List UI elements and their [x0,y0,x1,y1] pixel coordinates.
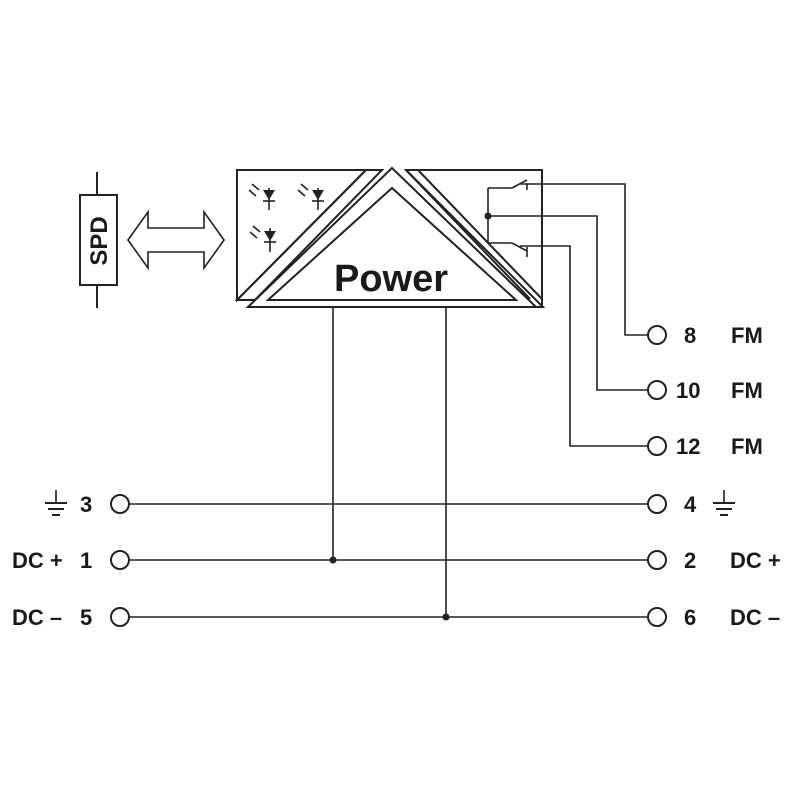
terminal-number: 2 [684,548,696,573]
relay-terminal-10: 10 FM [647,378,763,403]
terminal-number: 6 [684,605,696,630]
terminal-number: 3 [80,492,92,517]
led-diode-icon [248,183,275,210]
left-terminal-5: DC – 5 [12,605,130,630]
power-block: Power [245,166,539,308]
terminal-number: 12 [676,434,700,459]
right-terminal-6: 6 DC – [647,605,780,630]
terminal-signal: DC + [730,548,781,573]
terminal-function: FM [731,378,763,403]
left-terminal-1: DC + 1 [12,548,130,573]
ground-icon [713,490,735,516]
spd-label: SPD [86,216,113,265]
led-diode-icon [249,225,276,252]
spd-device: SPD [79,172,118,308]
double-arrow-icon [127,209,225,271]
terminal-signal: DC – [12,605,62,630]
terminal-function: FM [731,434,763,459]
terminal-number: 5 [80,605,92,630]
relay-wires [488,183,648,447]
terminal-number: 8 [684,323,696,348]
terminal-number: 4 [684,492,697,517]
right-terminal-2: 2 DC + [647,548,781,573]
terminal-signal: DC + [12,548,63,573]
led-diode-icon [297,183,324,210]
relay-module [403,169,546,308]
right-terminal-4: 4 [647,490,735,517]
terminal-signal: DC – [730,605,780,630]
terminal-function: FM [731,323,763,348]
power-label: Power [334,258,448,300]
relay-terminal-8: 8 FM [647,323,763,348]
ground-icon [45,490,67,516]
terminal-number: 10 [676,378,700,403]
terminal-number: 1 [80,548,92,573]
left-terminal-3: 3 [45,490,130,517]
relay-terminal-12: 12 FM [647,434,763,459]
relay-contact-icon [484,179,528,257]
